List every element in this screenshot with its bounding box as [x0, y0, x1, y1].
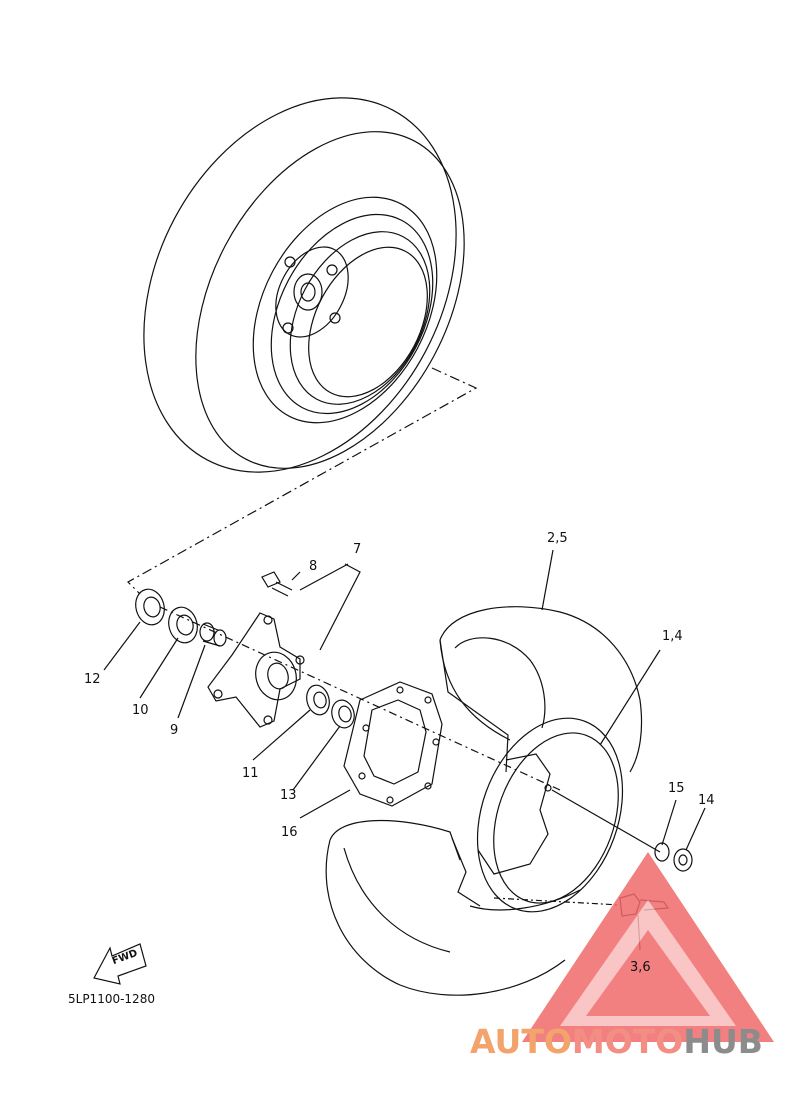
diagram-code: 5LP1100-1280 — [68, 992, 155, 1006]
part-label-3-6: 3,6 — [630, 960, 651, 975]
top-wheel-assembly — [127, 97, 478, 595]
watermark-part-hub: HUB — [683, 1022, 763, 1061]
part-label-15: 15 — [668, 781, 685, 796]
split-wheel — [325, 606, 661, 996]
part-label-8: 8 — [309, 559, 318, 574]
part-label-16: 16 — [281, 825, 298, 840]
watermark-part-moto: MOTO — [571, 1022, 684, 1061]
part-label-12: 12 — [84, 672, 101, 687]
fwd-arrow-icon — [93, 943, 147, 985]
part-label-11: 11 — [242, 766, 259, 781]
nut-part-14 — [673, 848, 693, 872]
leader-lines — [103, 549, 706, 851]
part-label-14: 14 — [698, 793, 715, 808]
watermark-part-auto: AUTO — [470, 1022, 572, 1061]
watermark-triangle-icon — [522, 852, 774, 1042]
exploded-hub-parts — [135, 571, 561, 807]
part-label-9: 9 — [170, 723, 179, 738]
part-label-10: 10 — [132, 703, 149, 718]
watermark-logo: AUTOMOTOHUB — [470, 1022, 800, 1062]
part-label-1-4: 1,4 — [662, 629, 683, 644]
washer-part-15 — [654, 842, 670, 862]
part-label-2-5: 2,5 — [547, 531, 568, 546]
part-label-7: 7 — [353, 542, 362, 557]
part-label-13: 13 — [280, 788, 297, 803]
